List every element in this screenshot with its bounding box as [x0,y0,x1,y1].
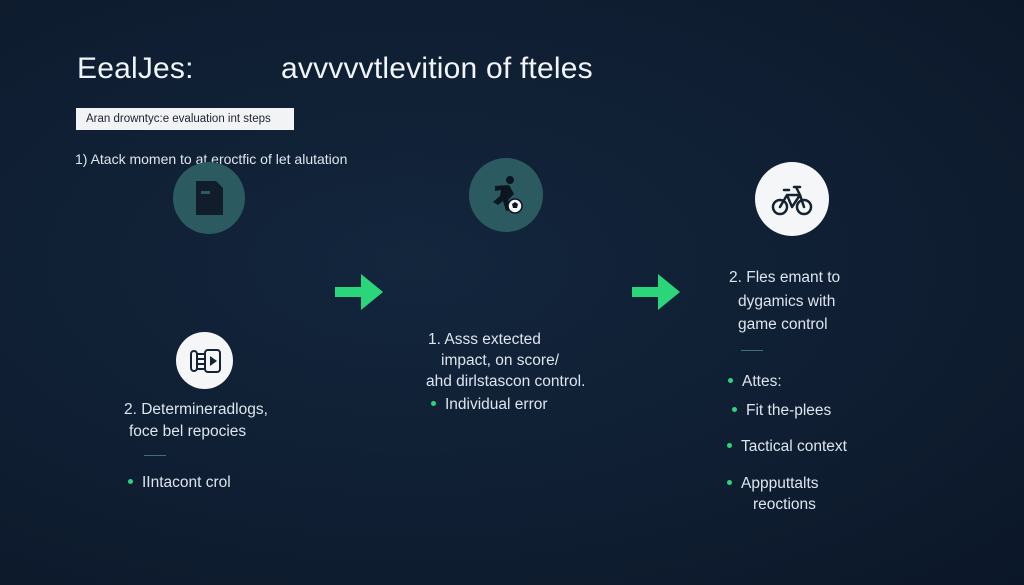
page-title-right: avvvvvtlevition of fteles [281,52,593,85]
col1-bullet-1-text: IIntacont crol [142,474,231,491]
col2-heading-line1: 1. Asss extected [428,331,541,348]
col3-heading-line1: 2. Fles emant to [729,269,841,286]
hand-play-icon-circle [176,332,233,389]
col3-bullet-3: Tactical context [727,435,847,459]
col2-heading-line3: ahd dirlstascon control. [426,373,586,390]
col1-bullet-1: IIntacont crol [128,471,231,495]
soccer-player-icon-circle [469,158,543,232]
bullet-dot [727,443,732,449]
soccer-player-icon [493,176,523,214]
arrow-right-icon-1 [335,274,383,310]
col3-bullet-2-text: Fit the-plees [746,402,832,419]
col3-bullet-2: Fit the-plees [732,399,831,423]
col3-bullet-4-continuation: reoctions [753,496,816,513]
bullet-dot [732,407,737,413]
col1-divider [144,455,166,456]
bicycle-icon-circle [755,162,829,236]
col3-heading-line3: game control [738,316,828,333]
bullet-dot [128,479,133,485]
document-icon [196,181,223,215]
bicycle-icon [771,185,813,216]
col2-bullet-1-text: Individual error [445,396,548,413]
arrow-right-icon-2 [632,274,680,310]
col1-heading-line1: 2. Determineradlogs, [124,401,268,418]
subtitle-box: Aran drowntyc:e evaluation int steps [76,108,294,130]
col2-heading-line2: impact, on score/ [441,352,560,369]
col3-divider [741,350,763,351]
col3-bullet-3-text: Tactical context [741,438,847,455]
col3-bullet-1-text: Attes: [742,373,782,390]
col2-bullet-1: Individual error [431,393,548,417]
col3-bullet-4-text: Appputtalts [741,475,819,492]
col3-bullet-4: Appputtalts [727,472,819,496]
bullet-dot [727,480,732,486]
step1-heading: 1) Atack momen to at eroctfic of let alu… [75,151,348,167]
bullet-dot [431,401,436,407]
col3-bullet-1: Attes: [728,370,782,394]
document-icon-circle [173,162,245,234]
page-title-left: EealJes: [77,52,194,85]
hand-play-icon [189,348,221,373]
col1-heading-line2: foce bel repocies [129,423,247,440]
bullet-dot [728,378,733,384]
col3-heading-line2: dygamics with [738,293,836,310]
